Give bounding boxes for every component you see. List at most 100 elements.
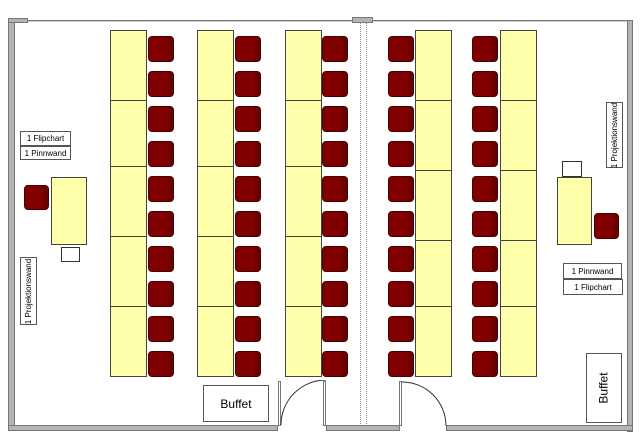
right-room-chair — [388, 246, 414, 272]
left-room-chair — [148, 141, 174, 167]
right-room-chair — [388, 141, 414, 167]
left-room-chair — [322, 281, 348, 307]
buffet-right: Buffet — [586, 353, 622, 423]
top-wall-line-left — [28, 20, 352, 22]
projektionswand-label-left: 1 Projektionswand — [20, 257, 37, 325]
right-room-table — [500, 306, 537, 377]
projector-icon-left — [61, 247, 80, 262]
left-room-table — [285, 236, 322, 307]
door-frame — [278, 381, 281, 426]
flipchart-label-right: 1 Flipchart — [563, 279, 623, 295]
left-room-chair — [235, 71, 261, 97]
left-room-chair — [235, 141, 261, 167]
right-room-table — [415, 170, 452, 241]
left-room-table — [197, 30, 234, 101]
bottom-wall-1 — [8, 425, 278, 431]
left-room-chair — [235, 316, 261, 342]
right-room-chair — [472, 106, 498, 132]
projektionswand-label-right: 1 Projektionswand — [606, 102, 623, 168]
right-room-chair — [388, 351, 414, 377]
left-room-chair — [148, 316, 174, 342]
right-room-table — [415, 240, 452, 307]
right-room-chair — [472, 141, 498, 167]
left-room-table — [285, 166, 322, 237]
left-room-chair — [235, 106, 261, 132]
right-room-chair — [472, 71, 498, 97]
right-room-chair — [388, 71, 414, 97]
door-swing-right — [401, 381, 447, 427]
right-room-chair — [388, 36, 414, 62]
right-room-table — [500, 240, 537, 307]
left-room-chair — [235, 246, 261, 272]
left-room-chair — [148, 351, 174, 377]
left-room-chair — [322, 351, 348, 377]
left-wall — [8, 18, 15, 431]
presenter-chair-right — [594, 213, 619, 239]
right-room-table — [500, 170, 537, 241]
flipchart-label-left: 1 Flipchart — [20, 131, 71, 146]
presenter-desk-left — [51, 177, 87, 245]
left-room-chair — [235, 351, 261, 377]
left-room-chair — [148, 211, 174, 237]
right-room-table — [415, 30, 452, 101]
left-room-chair — [322, 36, 348, 62]
left-room-chair — [148, 106, 174, 132]
left-room-chair — [235, 281, 261, 307]
left-room-chair — [148, 71, 174, 97]
buffet-left: Buffet — [203, 385, 269, 422]
presenter-desk-right — [557, 177, 592, 245]
right-room-chair — [472, 246, 498, 272]
left-room-table — [197, 236, 234, 307]
top-wall-line-right — [373, 20, 632, 22]
left-room-chair — [148, 246, 174, 272]
pinnwand-label-left: 1 Pinnwand — [20, 146, 71, 160]
right-room-table — [415, 100, 452, 171]
right-room-chair — [388, 316, 414, 342]
right-room-chair — [388, 106, 414, 132]
bottom-wall-2 — [326, 425, 400, 431]
left-room-table — [110, 166, 147, 237]
door-frame — [323, 381, 326, 426]
projector-icon-right — [562, 161, 582, 177]
right-wall — [627, 20, 633, 432]
top-wall-pillar — [352, 17, 373, 23]
left-room-chair — [322, 211, 348, 237]
right-room-chair — [472, 351, 498, 377]
left-room-table — [285, 306, 322, 377]
door-frame — [399, 381, 402, 426]
right-room-chair — [472, 176, 498, 202]
left-room-chair — [148, 176, 174, 202]
right-room-table — [415, 306, 452, 377]
door-swing-left — [280, 380, 327, 426]
left-room-table — [197, 100, 234, 167]
bottom-wall-3 — [446, 425, 633, 431]
right-room-table — [500, 100, 537, 171]
left-room-table — [110, 306, 147, 377]
top-wall-left — [8, 18, 28, 23]
left-room-chair — [148, 281, 174, 307]
left-room-chair — [148, 36, 174, 62]
left-room-table — [110, 30, 147, 101]
right-room-chair — [472, 281, 498, 307]
left-room-chair — [322, 316, 348, 342]
right-room-chair — [472, 211, 498, 237]
pinnwand-label-right: 1 Pinnwand — [563, 263, 622, 279]
right-room-chair — [388, 211, 414, 237]
right-room-table — [500, 30, 537, 101]
left-room-chair — [235, 211, 261, 237]
left-room-table — [285, 100, 322, 167]
left-room-table — [110, 100, 147, 167]
right-room-chair — [388, 281, 414, 307]
left-room-chair — [322, 246, 348, 272]
left-room-chair — [322, 106, 348, 132]
right-room-chair — [472, 36, 498, 62]
left-room-table — [285, 30, 322, 101]
left-room-table — [110, 236, 147, 307]
left-room-chair — [322, 176, 348, 202]
left-room-chair — [235, 176, 261, 202]
left-room-table — [197, 166, 234, 237]
right-room-chair — [472, 316, 498, 342]
right-room-chair — [388, 176, 414, 202]
projektionswand-text: 1 Projektionswand — [610, 102, 619, 168]
left-room-table — [197, 306, 234, 377]
